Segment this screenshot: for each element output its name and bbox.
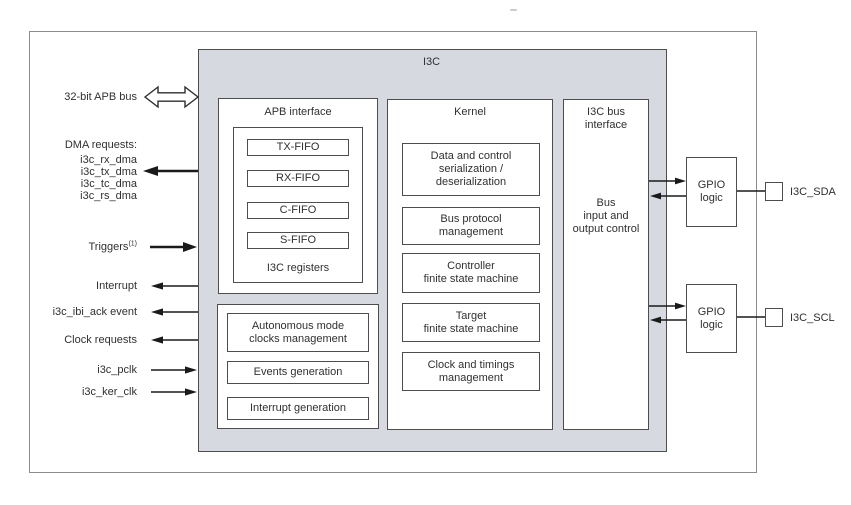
gpio-logic-scl-box: GPIO logic	[686, 284, 737, 353]
rx-fifo-box: RX-FIFO	[247, 170, 349, 187]
triggers-label: Triggers(1)	[0, 240, 138, 253]
i3c-block-title: I3C	[422, 56, 441, 68]
tx-fifo-box: TX-FIFO	[247, 139, 349, 156]
c-fifo-box: C-FIFO	[247, 202, 349, 219]
kernel-title: Kernel	[454, 106, 486, 118]
dma-tc-label: i3c_tc_dma	[80, 178, 137, 190]
kernel-bus-protocol-box: Bus protocol management	[402, 207, 540, 245]
ibi-ack-event-label: i3c_ibi_ack event	[52, 306, 137, 318]
pclk-label: i3c_pclk	[97, 364, 137, 376]
s-fifo-box: S-FIFO	[247, 232, 349, 249]
dma-requests-label: DMA requests:	[64, 139, 137, 151]
autonomous-clocks-box: Autonomous mode clocks management	[227, 313, 369, 352]
bus-io-control-label: Bus input and output control	[572, 197, 640, 235]
i3c-registers-label: I3C registers	[266, 262, 330, 274]
scl-pad-label: I3C_SCL	[790, 312, 835, 324]
events-generation-box: Events generation	[227, 361, 369, 384]
i3c-bus-interface-title: I3C bus interface	[584, 106, 628, 131]
speck-artifact	[510, 9, 517, 11]
apb-bus-label: 32-bit APB bus	[64, 91, 137, 103]
i3c-bus-interface-box	[563, 99, 649, 430]
dma-tx-label: i3c_tx_dma	[80, 166, 137, 178]
sda-pad-label: I3C_SDA	[790, 186, 836, 198]
gpio-logic-sda-box: GPIO logic	[686, 157, 737, 227]
dma-rx-label: i3c_rx_dma	[80, 154, 137, 166]
triggers-footnote-sup: (1)	[128, 240, 137, 248]
interrupt-generation-box: Interrupt generation	[227, 397, 369, 420]
kernel-serialization-box: Data and control serialization / deseria…	[402, 143, 540, 196]
clock-requests-label: Clock requests	[64, 334, 137, 346]
dma-rs-label: i3c_rs_dma	[80, 190, 137, 202]
scl-pad	[765, 308, 783, 327]
kernel-controller-fsm-box: Controller finite state machine	[402, 253, 540, 293]
kernel-clock-timings-box: Clock and timings management	[402, 352, 540, 391]
triggers-text: Triggers	[88, 241, 129, 253]
kernel-target-fsm-box: Target finite state machine	[402, 303, 540, 342]
interrupt-label: Interrupt	[96, 280, 137, 292]
sda-pad	[765, 182, 783, 201]
ker-clk-label: i3c_ker_clk	[81, 386, 137, 398]
apb-interface-title: APB interface	[264, 106, 332, 118]
